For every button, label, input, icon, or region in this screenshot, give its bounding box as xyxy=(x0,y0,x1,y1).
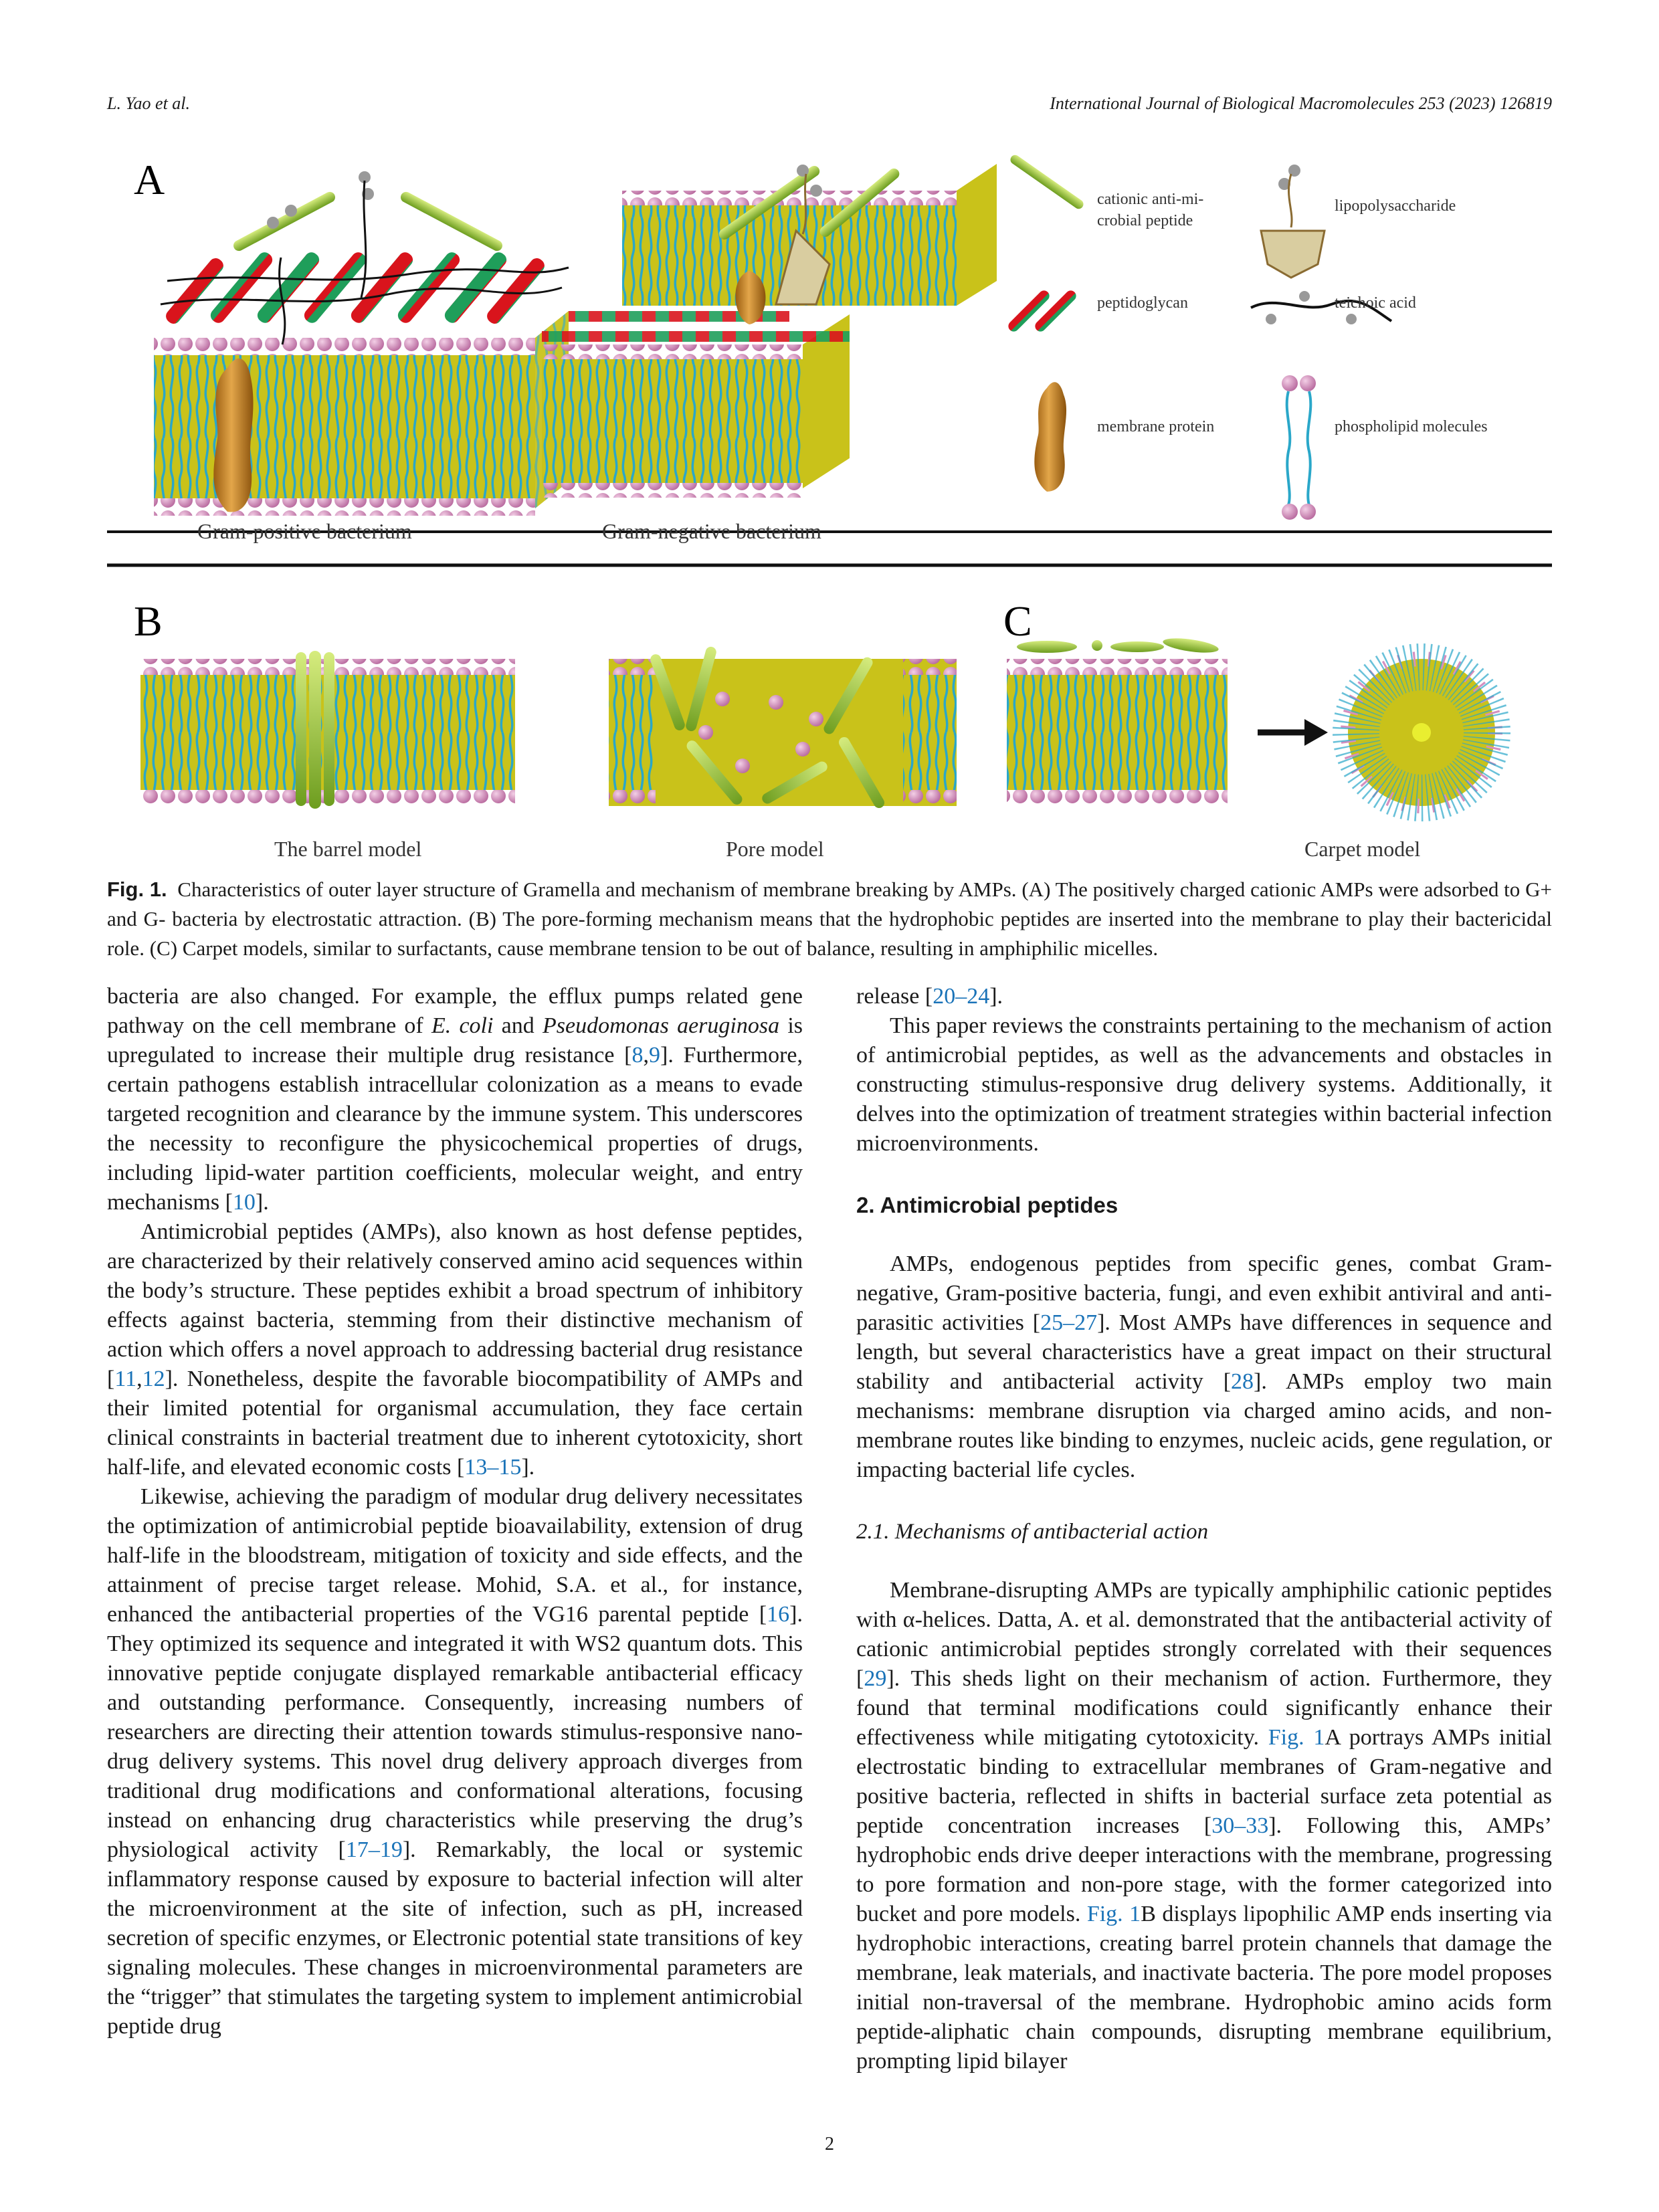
carpet-model-diagram xyxy=(1007,638,1228,806)
gram-positive-membrane-protein xyxy=(213,358,254,512)
panel-a-label: A xyxy=(134,156,165,203)
left-paragraph-3: Likewise, achieving the paradigm of modu… xyxy=(107,1484,803,2039)
citation-link[interactable]: 28 xyxy=(1231,1369,1254,1394)
citation-link[interactable]: 11 xyxy=(114,1367,137,1391)
legend-amp-line1: cationic anti-mi- xyxy=(1097,191,1203,208)
figure-link[interactable]: Fig. 1 xyxy=(1268,1725,1325,1750)
figure-caption: Fig. 1. Characteristics of outer layer s… xyxy=(107,875,1552,963)
section-heading: 2. Antimicrobial peptides xyxy=(856,1193,1118,1217)
micelle-diagram xyxy=(1333,643,1510,821)
right-paragraph-3: AMPs, endogenous peptides from specific … xyxy=(856,1251,1552,1482)
gram-negative-amps xyxy=(718,165,900,324)
running-header-journal: International Journal of Biological Macr… xyxy=(1050,94,1552,113)
barrel-model-diagram xyxy=(140,651,515,809)
left-column: bacteria are also changed. For example, … xyxy=(107,982,803,2041)
citation-link[interactable]: 8 xyxy=(631,1043,644,1068)
left-paragraph-1: bacteria are also changed. For example, … xyxy=(107,984,803,1215)
citation-link[interactable]: 12 xyxy=(142,1367,165,1391)
gram-positive-peptidoglycan xyxy=(160,252,569,345)
legend-lps: lipopolysaccharide xyxy=(1335,197,1456,215)
barrel-model-label: The barrel model xyxy=(274,837,421,861)
citation-link[interactable]: 9 xyxy=(649,1043,661,1068)
subsection-heading: 2.1. Mechanisms of antibacterial action xyxy=(856,1520,1209,1544)
right-paragraph-4: Membrane-disrupting AMPs are typically a… xyxy=(856,1578,1553,2074)
gram-negative-label: Gram-negative bacterium xyxy=(602,519,821,543)
carpet-model-label: Carpet model xyxy=(1304,837,1420,861)
gram-negative-membrane xyxy=(542,164,997,498)
figure-legend: cationic anti-mi- crobial peptide lipopo… xyxy=(1008,155,1488,520)
legend-peptidoglycan: peptidoglycan xyxy=(1097,294,1188,312)
left-paragraph-2: Antimicrobial peptides (AMPs), also know… xyxy=(107,1219,803,1480)
figure-link[interactable]: Fig. 1 xyxy=(1086,1902,1141,1926)
panel-b-label: B xyxy=(134,597,163,645)
citation-link[interactable]: 25–27 xyxy=(1040,1310,1098,1335)
legend-teichoic: teichoic acid xyxy=(1335,294,1416,312)
caption-label: Fig. 1. xyxy=(107,878,167,901)
page-number: 2 xyxy=(825,2134,834,2154)
pore-model-label: Pore model xyxy=(726,837,824,861)
citation-link[interactable]: 16 xyxy=(767,1602,790,1627)
legend-phospholipid: phospholipid molecules xyxy=(1335,418,1488,435)
citation-link[interactable]: 17–19 xyxy=(345,1837,403,1862)
right-paragraph-1: release [20–24]. xyxy=(856,984,1003,1009)
right-column: release [20–24]. This paper reviews the … xyxy=(856,982,1552,2076)
panel-c-label: C xyxy=(1003,597,1032,645)
citation-link[interactable]: 29 xyxy=(864,1666,887,1691)
citation-link[interactable]: 30–33 xyxy=(1211,1813,1269,1838)
arrow-icon xyxy=(1258,719,1328,746)
pore-model-diagram xyxy=(609,646,957,809)
gram-positive-label: Gram-positive bacterium xyxy=(197,519,412,543)
citation-link[interactable]: 20–24 xyxy=(933,984,990,1009)
citation-link[interactable]: 10 xyxy=(232,1190,256,1215)
legend-membrane-protein: membrane protein xyxy=(1097,418,1214,435)
gram-positive-amps xyxy=(233,171,502,298)
caption-text: Characteristics of outer layer structure… xyxy=(107,878,1552,960)
right-paragraph-2: This paper reviews the constraints perta… xyxy=(856,1013,1552,1156)
figure-1: A Gram-positive bacterium xyxy=(107,155,1552,861)
running-header-authors: L. Yao et al. xyxy=(107,94,191,113)
legend-amp-line2: crobial peptide xyxy=(1097,212,1193,229)
citation-link[interactable]: 13–15 xyxy=(464,1455,522,1480)
